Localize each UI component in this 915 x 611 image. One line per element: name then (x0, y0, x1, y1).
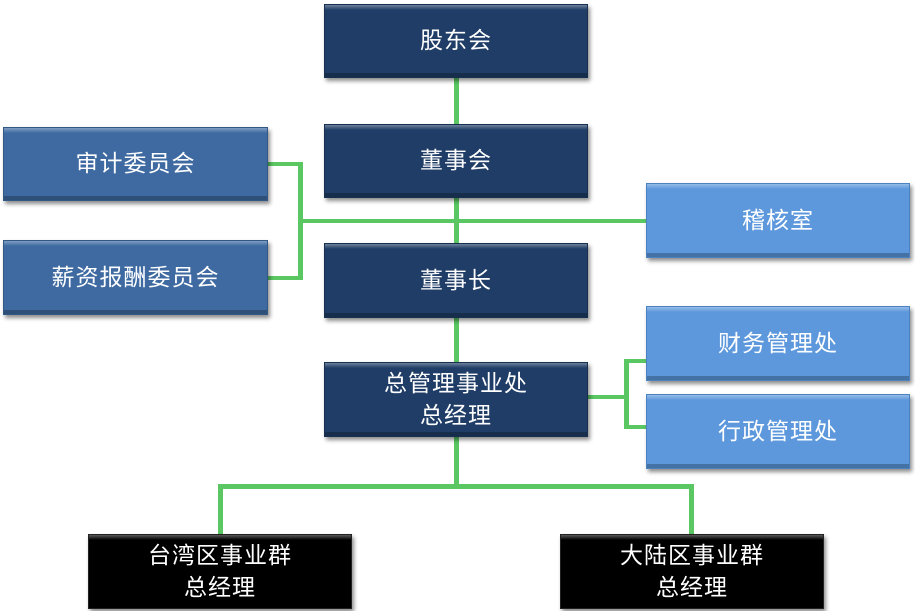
connector-chairman-gm (454, 318, 459, 364)
connector-taiwan-group (218, 484, 223, 536)
node-compensation-committee: 薪资报酬委员会 (3, 240, 268, 315)
node-label: 董事会 (420, 148, 492, 174)
node-label: 董事长 (420, 267, 492, 294)
connector-audit-committee (268, 162, 303, 166)
connector-mainland-group (689, 484, 694, 534)
connector-finance-admin-bus (624, 359, 629, 429)
node-administration: 行政管理处 (646, 394, 910, 469)
connector-admin (624, 425, 648, 429)
connector-finance (624, 359, 648, 363)
connector-compensation-committee (268, 276, 303, 280)
node-mainland-group: 大陆区事业群 总经理 (560, 534, 824, 609)
node-shareholders: 股东会 (324, 4, 588, 78)
node-label: 审计委员会 (75, 151, 196, 177)
node-label-line2: 总经理 (420, 402, 492, 429)
node-label: 财务管理处 (718, 330, 838, 357)
connector-shareholders-board (454, 78, 459, 124)
node-label-line2: 总经理 (184, 574, 256, 601)
node-audit-committee: 审计委员会 (3, 127, 268, 201)
node-label-line1: 台湾区事业群 (148, 542, 292, 569)
connector-gm-down (454, 437, 459, 487)
connector-groups-horizontal (218, 484, 694, 489)
node-label: 行政管理处 (718, 418, 838, 445)
node-general-management: 总管理事业处 总经理 (324, 362, 588, 437)
node-chairman: 董事长 (324, 243, 588, 318)
node-board: 董事会 (324, 124, 588, 198)
node-label: 薪资报酬委员会 (51, 264, 220, 291)
node-label-line1: 总管理事业处 (384, 370, 528, 397)
node-internal-audit: 稽核室 (646, 183, 910, 258)
node-finance: 财务管理处 (646, 306, 910, 381)
node-label: 股东会 (420, 28, 492, 54)
node-label-line1: 大陆区事业群 (620, 542, 764, 569)
node-label-line2: 总经理 (656, 574, 728, 601)
node-taiwan-group: 台湾区事业群 总经理 (88, 534, 352, 609)
connector-horizontal-board-level (298, 219, 648, 223)
connector-gm-right (588, 395, 628, 399)
node-label: 稽核室 (742, 207, 814, 234)
